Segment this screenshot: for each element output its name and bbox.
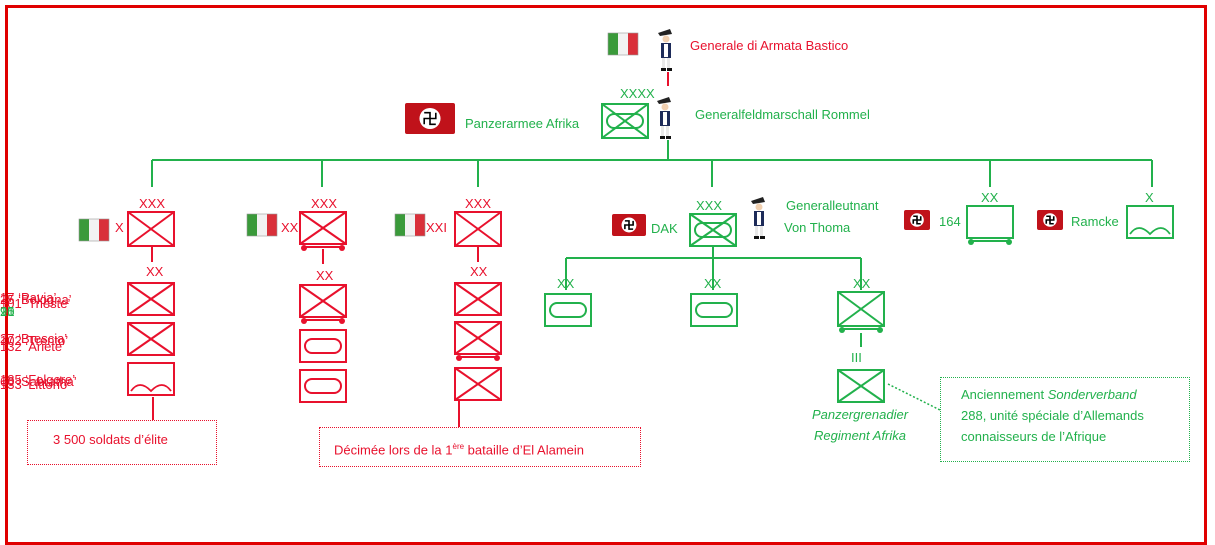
german-flag-icon bbox=[612, 214, 646, 236]
div-brescia: 27 ‘Brescia’ bbox=[0, 331, 68, 346]
corps-x-symbol bbox=[127, 211, 175, 247]
div-21-echelon: XX bbox=[557, 276, 575, 291]
trieste-symbol bbox=[299, 284, 347, 324]
corps-xx-label: XX bbox=[281, 220, 299, 235]
div-ariete: 132 ‘Ariete’ bbox=[0, 339, 66, 354]
div-15-symbol bbox=[690, 293, 738, 327]
regiment-symbol bbox=[837, 369, 885, 403]
div-folgore: 185 ‘Folgore’ bbox=[0, 372, 76, 387]
ramcke-symbol bbox=[1126, 205, 1174, 239]
corps-x-label: X bbox=[115, 220, 124, 235]
div-15-label: 15 bbox=[0, 304, 15, 319]
italian-flag-icon bbox=[246, 213, 278, 237]
italian-flag-icon bbox=[394, 213, 426, 237]
note-afrika: Anciennement Sonderverband 288, unité sp… bbox=[940, 377, 1190, 462]
x-div-echelon: XX bbox=[146, 264, 164, 279]
div-90-cross bbox=[837, 291, 885, 327]
sabratha-symbol bbox=[454, 367, 502, 401]
div-164-symbol bbox=[966, 205, 1014, 245]
rommel-label: Generalfeldmarschall Rommel bbox=[695, 107, 870, 122]
trento-symbol bbox=[454, 321, 502, 361]
corps-x-echelon: XXX bbox=[139, 196, 166, 211]
div-90-label: 90 bbox=[0, 304, 15, 319]
div-164-echelon: XX bbox=[981, 190, 999, 205]
italian-flag-icon bbox=[78, 218, 110, 242]
corps-xx-symbol bbox=[299, 211, 347, 251]
corps-xxi-label: XXI bbox=[426, 220, 447, 235]
army-name: Panzerarmee Afrika bbox=[465, 116, 580, 131]
div-90-echelon: XX bbox=[853, 276, 871, 291]
thoma-label-1: Generalleutnant bbox=[786, 198, 879, 213]
div-bologna: 25 ‘Bologna’ bbox=[0, 292, 72, 307]
div-21-label: 21 bbox=[0, 304, 15, 319]
corps-dak-label: DAK bbox=[651, 221, 678, 236]
div-21-symbol bbox=[544, 293, 592, 327]
corps-xx-echelon: XXX bbox=[311, 196, 338, 211]
brescia-symbol bbox=[127, 322, 175, 356]
note-sabratha-text: Décimée lors de la 1 bbox=[334, 442, 453, 458]
corps-xxi-echelon: XXX bbox=[465, 196, 492, 211]
div-trento: 102 ‘Trento’ bbox=[0, 333, 69, 348]
littorio-symbol bbox=[299, 369, 347, 403]
afrika-note-link bbox=[887, 383, 941, 411]
corps-xxi-symbol bbox=[454, 211, 502, 247]
thoma-figure-icon bbox=[751, 197, 765, 239]
xx-div-echelon: XX bbox=[316, 268, 334, 283]
bastico-figure-icon bbox=[658, 29, 672, 71]
army-echelon: XXXX bbox=[620, 86, 655, 101]
ariete-symbol bbox=[299, 329, 347, 363]
div-pavia: 17 ‘Pavia’ bbox=[0, 290, 57, 305]
note-folgore: 3 500 soldats d’élite bbox=[27, 420, 217, 465]
div-15-echelon: XX bbox=[704, 276, 722, 291]
pavia-symbol bbox=[127, 282, 175, 316]
ramcke-echelon: X bbox=[1145, 190, 1154, 205]
german-flag-icon bbox=[904, 210, 930, 230]
german-flag-icon bbox=[405, 103, 455, 134]
corps-dak-symbol bbox=[689, 213, 737, 247]
regiment-label-1: Panzergrenadier bbox=[811, 407, 909, 422]
folgore-symbol bbox=[127, 362, 175, 396]
note-afrika-line3: connaisseurs de l’Afrique bbox=[961, 429, 1107, 444]
regiment-echelon: III bbox=[851, 350, 862, 365]
div-trieste: 101 ‘Trieste’ bbox=[0, 296, 71, 311]
bastico-label: Generale di Armata Bastico bbox=[690, 38, 849, 53]
regiment-label-2: Regiment Afrika bbox=[814, 428, 906, 443]
bologna-symbol bbox=[454, 282, 502, 316]
army-symbol bbox=[601, 103, 649, 139]
german-flag-icon bbox=[1037, 210, 1063, 230]
ramcke-label: Ramcke bbox=[1071, 214, 1119, 229]
note-afrika-pre: Anciennement bbox=[961, 387, 1048, 402]
div-sabratha: 60 ‘Sabratha’ bbox=[0, 374, 77, 389]
note-sabratha-text-2: bataille d’El Alamein bbox=[464, 442, 585, 458]
italian-flag-icon bbox=[607, 32, 639, 56]
note-afrika-em: Sonderverband bbox=[1047, 387, 1137, 402]
div-164-label: 164 bbox=[939, 214, 961, 229]
div-littorio: 133 ‘Littorio’ bbox=[0, 377, 71, 392]
xxi-div-echelon: XX bbox=[470, 264, 488, 279]
note-afrika-line2: 288, unité spéciale d’Allemands bbox=[961, 408, 1144, 423]
note-sabratha: Décimée lors de la 1ère bataille d’El Al… bbox=[319, 427, 641, 467]
corps-dak-echelon: XXX bbox=[696, 198, 723, 213]
thoma-label-2: Von Thoma bbox=[784, 220, 851, 235]
rommel-figure-icon bbox=[657, 97, 671, 139]
note-sabratha-sup: ère bbox=[452, 442, 465, 451]
